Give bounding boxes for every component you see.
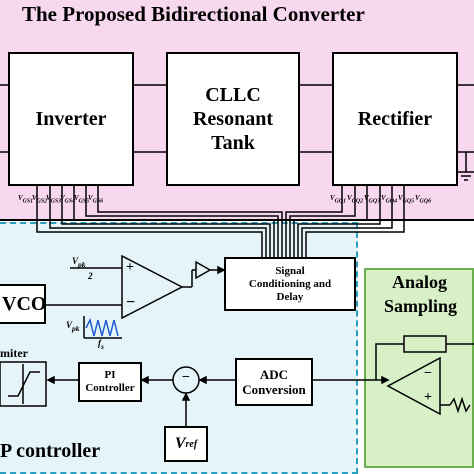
comparator-plus: + [126, 260, 134, 275]
opamp-plus: + [424, 390, 432, 405]
vref-label: V [174, 435, 186, 452]
div-two-label: 2 [88, 271, 93, 281]
gate-label-gs5: VGS5 [74, 194, 90, 205]
gate-label-gq6: VGQ6 [415, 194, 432, 205]
gate-label-gq3: VGQ3 [364, 194, 381, 205]
analog-label-line1: Analog [392, 272, 448, 292]
summing-minus: − [182, 370, 190, 385]
analog-sampling-region [364, 268, 474, 468]
adc-conversion-block: ADC Conversion [235, 358, 313, 406]
adc-line1: ADC [259, 367, 289, 382]
analog-label-line2: Sampling [384, 296, 458, 316]
inverter-label: Inverter [35, 108, 107, 130]
cllc-resonant-tank-block: CLLC Resonant Tank [166, 52, 300, 186]
inverter-block: Inverter [8, 52, 134, 186]
controller-label: P controller [0, 440, 101, 462]
tank-line3: Tank [211, 132, 255, 154]
gate-label-gq4: VGQ4 [381, 194, 398, 205]
diagram-title: The Proposed Bidirectional Converter [22, 2, 365, 26]
gate-label-gs6: VGS6 [88, 194, 104, 205]
signal-conditioning-block: Signal Conditioning and Delay [224, 257, 356, 311]
signal-line2: Conditioning and [248, 277, 332, 290]
vref-sub: ref [185, 438, 198, 450]
comparator-minus: − [126, 294, 136, 311]
pi-line1: PI [104, 369, 116, 381]
rectifier-label: Rectifier [357, 108, 433, 130]
gate-label-gq2: VGQ2 [347, 194, 364, 205]
vpk-top-label: Vpk [72, 256, 86, 269]
opamp-minus: − [424, 366, 432, 381]
gate-label-gq1: VGQ1 [330, 194, 347, 205]
signal-line3: Delay [276, 290, 304, 303]
gate-label-gs3: VGS3 [46, 194, 62, 205]
vco-label: VCO [2, 293, 47, 315]
pi-controller-block: PI Controller [78, 362, 142, 402]
vco-block: VCO [0, 284, 46, 324]
adc-line2: Conversion [242, 382, 306, 397]
gate-label-gs1: VGS1 [18, 194, 34, 205]
gate-label-gs4: VGS4 [60, 194, 76, 205]
rectifier-block: Rectifier [332, 52, 458, 186]
gate-label-gs2: VGS2 [32, 194, 48, 205]
signal-line1: Signal [275, 264, 305, 277]
tank-line2: Resonant [192, 108, 273, 130]
gate-label-gq5: VGQ5 [398, 194, 415, 205]
vpk-mid-label: Vpk [66, 320, 80, 333]
limiter-label: miter [0, 346, 28, 360]
pi-line2: Controller [85, 382, 135, 394]
fs-label: fs [98, 338, 104, 351]
tank-line1: CLLC [205, 84, 261, 106]
